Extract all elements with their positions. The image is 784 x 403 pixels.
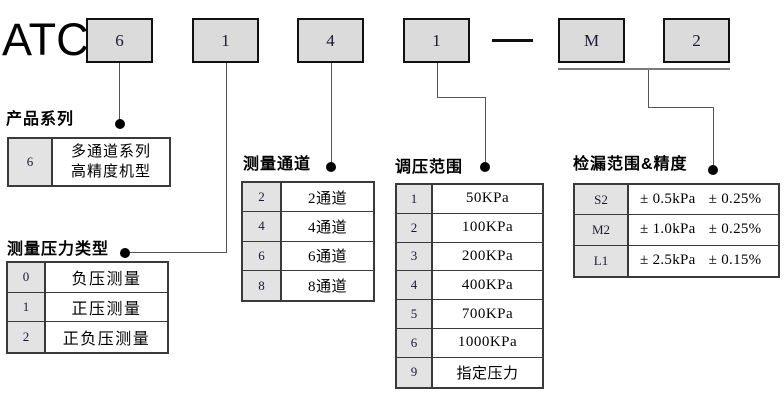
row-value: 负压测量	[71, 271, 142, 289]
table-row: 1 50KPa	[397, 185, 542, 214]
row-key: 8	[243, 270, 282, 301]
row-value: 400KPa	[461, 276, 514, 293]
connector-line-pressure-type-v	[226, 63, 227, 253]
row-key: 6	[243, 241, 282, 270]
connector-line-leak-v1	[648, 70, 649, 108]
code-box-leak-range: M	[558, 18, 625, 63]
table-row: 9 指定压力	[397, 357, 542, 387]
section-title-regulation: 调压范围	[395, 159, 464, 176]
row-value: 200KPa	[461, 247, 514, 264]
code-box-series: 6	[86, 18, 153, 63]
table-row: M2 ± 1.0kPa ± 0.25%	[575, 215, 778, 246]
table-row: 4 400KPa	[397, 271, 542, 301]
row-key: 4	[243, 212, 282, 241]
pressure-type-table: 0 负压测量 1 正压测量 2 正负压测量	[6, 261, 169, 355]
connector-line-regulation-v2	[485, 97, 486, 164]
suffix-bracket-line	[558, 68, 730, 70]
connector-line-series	[119, 63, 120, 121]
code-box-pressure-type: 1	[192, 18, 259, 63]
row-value: 多通道系列 高精度机型	[70, 144, 151, 180]
junction-dot-regulation	[480, 162, 490, 172]
table-row: 8 8通道	[243, 270, 373, 301]
junction-dot-series	[115, 119, 125, 129]
row-value: 1000KPa	[457, 334, 518, 351]
leak-range-value: ± 2.5kPa	[640, 252, 696, 269]
row-value: ± 1.0kPa ± 0.25%	[629, 215, 778, 244]
row-key: 1	[8, 292, 46, 322]
row-key: 2	[243, 183, 282, 212]
junction-dot-pressure-type	[120, 248, 130, 258]
row-key: 1	[397, 185, 433, 213]
connector-line-regulation-h	[437, 97, 486, 98]
leak-accuracy-value: ± 0.25%	[708, 221, 762, 238]
row-key: S2	[575, 185, 629, 215]
connector-line-channels	[331, 63, 332, 164]
section-title-channels: 测量通道	[243, 156, 312, 173]
model-prefix: ATC	[2, 14, 89, 65]
row-value: 50KPa	[465, 190, 510, 207]
row-value: 100KPa	[461, 219, 514, 236]
row-key: M2	[575, 215, 629, 245]
table-row: 2 100KPa	[397, 213, 542, 243]
table-row: 3 200KPa	[397, 242, 542, 272]
row-key: 2	[397, 213, 433, 242]
section-title-leak: 检漏范围&精度	[573, 156, 688, 173]
table-row: 6 多通道系列 高精度机型	[9, 139, 169, 185]
separator-dash	[492, 39, 533, 42]
row-value: 6通道	[307, 249, 347, 266]
code-box-channels: 4	[297, 18, 364, 63]
row-value: ± 2.5kPa ± 0.15%	[629, 246, 778, 276]
row-value: ± 0.5kPa ± 0.25%	[629, 185, 778, 214]
row-value: 8通道	[307, 279, 347, 296]
table-row: 6 1000KPa	[397, 328, 542, 358]
row-key: 2	[8, 322, 46, 353]
table-row: 4 4通道	[243, 212, 373, 242]
row-key: 9	[397, 357, 433, 387]
series-table: 6 多通道系列 高精度机型	[7, 137, 171, 187]
table-row: 0 负压测量	[8, 263, 167, 293]
leak-accuracy-value: ± 0.25%	[708, 191, 762, 208]
row-key: 5	[397, 300, 433, 328]
row-value: 正压测量	[71, 301, 142, 319]
row-key: L1	[575, 245, 629, 276]
table-row: 1 正压测量	[8, 292, 167, 323]
connector-line-regulation-v1	[437, 63, 438, 98]
row-key: 0	[8, 263, 46, 292]
table-row: 6 6通道	[243, 241, 373, 271]
code-box-regulation-range: 1	[403, 18, 470, 63]
row-value: 指定压力	[456, 365, 519, 382]
leak-accuracy-value: ± 0.15%	[708, 252, 762, 269]
leak-range-value: ± 0.5kPa	[640, 191, 696, 208]
table-row: 2 2通道	[243, 183, 373, 213]
table-row: L1 ± 2.5kPa ± 0.15%	[575, 245, 778, 276]
table-row: 2 正负压测量	[8, 322, 167, 353]
row-value: 700KPa	[461, 305, 514, 322]
regulation-range-table: 1 50KPa 2 100KPa 3 200KPa 4 400KPa 5 700…	[395, 183, 544, 389]
row-value: 4通道	[307, 219, 347, 236]
table-row: 5 700KPa	[397, 300, 542, 329]
junction-dot-leak	[708, 165, 718, 175]
row-value: 2通道	[307, 190, 347, 207]
connector-line-leak-h	[648, 107, 714, 108]
connector-line-pressure-type-h	[129, 252, 227, 253]
leak-range-accuracy-table: S2 ± 0.5kPa ± 0.25% M2 ± 1.0kPa ± 0.25% …	[573, 183, 780, 278]
code-box-leak-accuracy: 2	[663, 18, 730, 63]
channels-table: 2 2通道 4 4通道 6 6通道 8 8通道	[241, 181, 375, 303]
row-key: 4	[397, 271, 433, 300]
row-key: 3	[397, 242, 433, 271]
table-row: S2 ± 0.5kPa ± 0.25%	[575, 185, 778, 216]
section-title-series: 产品系列	[6, 111, 75, 128]
row-key: 6	[9, 139, 53, 185]
section-title-pressure-type: 测量压力类型	[7, 241, 110, 258]
leak-range-value: ± 1.0kPa	[640, 221, 696, 238]
row-key: 6	[397, 328, 433, 357]
junction-dot-channels	[326, 162, 336, 172]
row-value: 正负压测量	[62, 331, 151, 349]
connector-line-leak-v2	[713, 107, 714, 166]
